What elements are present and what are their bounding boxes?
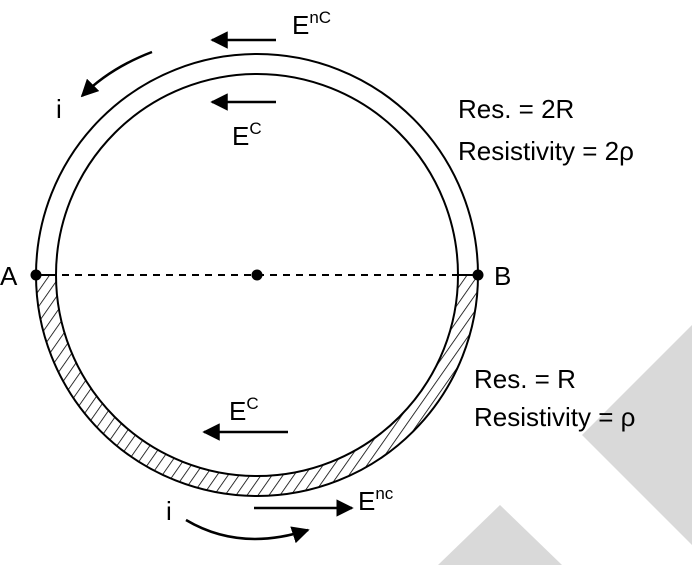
top-current-label: i (56, 94, 62, 124)
bottom-inner-field-label: EC (229, 394, 259, 426)
top-half-ring (34, 53, 480, 276)
point-b-label: B (494, 261, 511, 291)
top-outer-field-label: EnC (292, 8, 331, 40)
watermark-triangle-right (582, 325, 692, 545)
center-dot (251, 269, 263, 281)
top-inner-field-label: EC (232, 119, 262, 151)
top-current-arrow (80, 50, 153, 98)
bottom-half-ring-hatched (34, 274, 480, 497)
bottom-resistivity-label: Resistivity = ρ (474, 402, 635, 432)
bottom-current-label: i (166, 496, 172, 526)
point-b-dot (472, 269, 484, 281)
bottom-current-arrow (185, 518, 310, 544)
top-resistance-label: Res. = 2R (458, 94, 574, 124)
top-resistivity-label: Resistivity = 2ρ (458, 136, 634, 166)
point-a-label: A (0, 261, 18, 291)
point-a-dot (30, 269, 42, 281)
bottom-resistance-label: Res. = R (474, 364, 576, 394)
bottom-outer-field-label: Enc (358, 484, 394, 516)
watermark-triangle-bottom (438, 505, 562, 565)
